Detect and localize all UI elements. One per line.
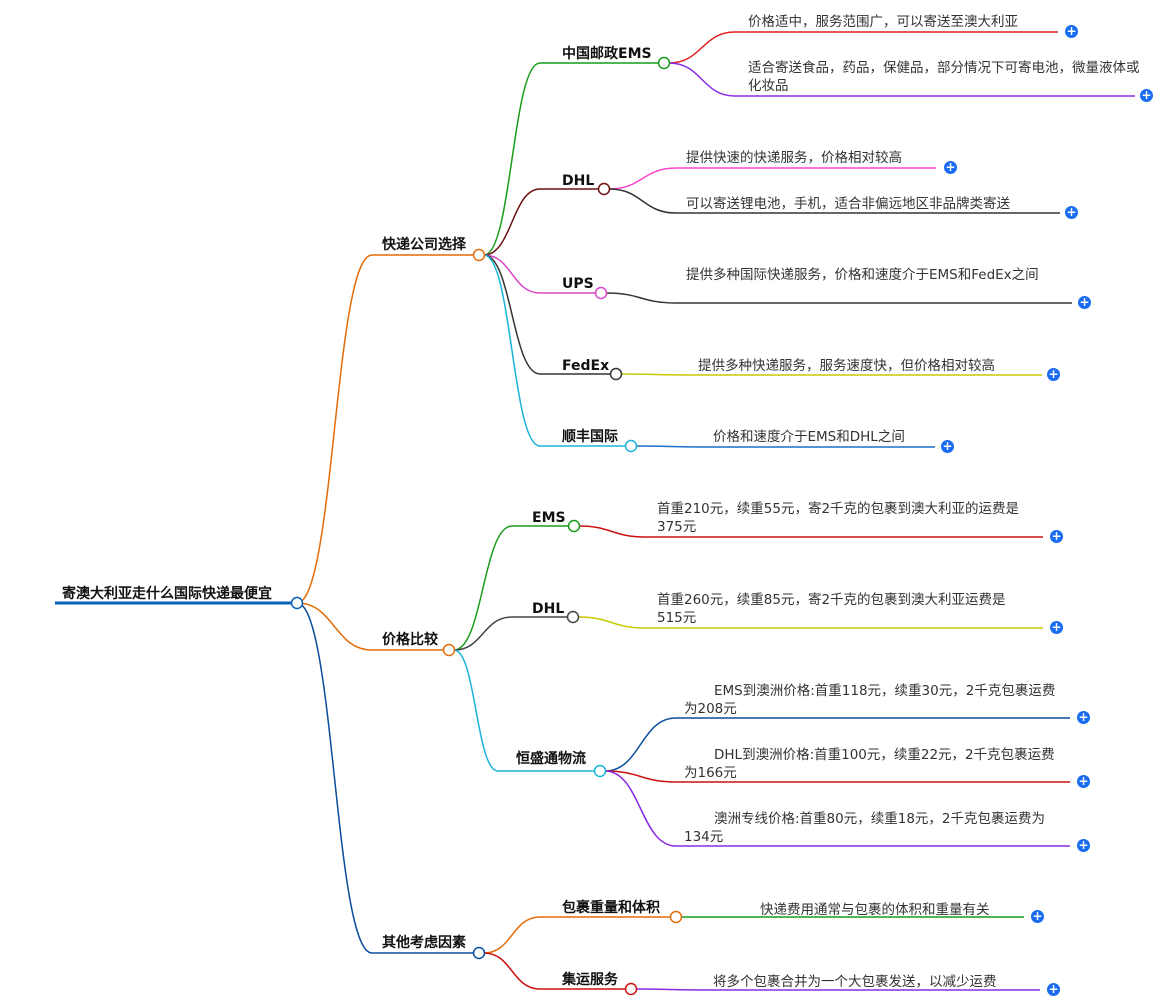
branch-connector (296, 602, 373, 651)
leaf-text: EMS到澳洲价格:首重118元，续重30元，2千克包裹运费为208元 (684, 683, 1056, 717)
expand-plus-icon[interactable]: + (1047, 367, 1060, 381)
sub-connector (483, 916, 541, 954)
node-toggle-circle[interactable] (567, 519, 581, 533)
leaf-connector (668, 62, 736, 97)
sub-connector (483, 254, 541, 375)
expand-plus-icon[interactable]: + (941, 439, 954, 453)
node-toggle-circle[interactable] (442, 643, 456, 657)
leaf-text: 提供多种国际快递服务，价格和速度介于EMS和FedEx之间 (686, 267, 1039, 283)
expand-plus-icon[interactable]: + (1077, 838, 1090, 852)
sub-consolidation[interactable]: 集运服务 (562, 972, 618, 988)
leaf-connector (604, 770, 677, 783)
sub-ups[interactable]: UPS (562, 276, 594, 292)
expand-plus-icon[interactable]: + (1065, 24, 1078, 38)
leaf-connector (577, 616, 646, 629)
sub-ems[interactable]: 中国邮政EMS (562, 46, 652, 62)
leaf-text: 将多个包裹合并为一个大包裹发送，以减少运费 (713, 974, 997, 990)
leaf-text: 提供多种快递服务，服务速度快，但价格相对较高 (698, 358, 995, 374)
leaf-connector (635, 988, 706, 991)
node-toggle-circle[interactable] (593, 764, 607, 778)
node-toggle-circle[interactable] (472, 248, 486, 262)
node-toggle-circle[interactable] (597, 182, 611, 196)
sub-connector (483, 254, 541, 294)
leaf-connector (578, 525, 646, 538)
leaf-text: DHL到澳洲价格:首重100元，续重22元，2千克包裹运费为166元 (684, 747, 1055, 781)
leaf-text: 快递费用通常与包裹的体积和重量有关 (760, 902, 990, 918)
sub-weight-volume[interactable]: 包裹重量和体积 (562, 900, 660, 916)
leaf-text: 价格适中，服务范围广，可以寄送至澳大利亚 (748, 14, 1018, 30)
leaf-text: 可以寄送锂电池，手机，适合非偏远地区非品牌类寄送 (686, 196, 1010, 212)
leaf-text: 价格和速度介于EMS和DHL之间 (713, 429, 905, 445)
node-toggle-circle[interactable] (290, 596, 304, 610)
sub-dhl[interactable]: DHL (562, 173, 595, 189)
node-toggle-circle[interactable] (594, 286, 608, 300)
leaf-text: 适合寄送食品，药品，保健品，部分情况下可寄电池，微量液体或化妆品 (748, 60, 1140, 94)
sub-connector (483, 188, 541, 256)
sub-fedex[interactable]: FedEx (562, 358, 610, 374)
node-toggle-circle[interactable] (624, 982, 638, 996)
sub-price-dhl[interactable]: DHL (532, 601, 565, 617)
node-toggle-circle[interactable] (472, 946, 486, 960)
leaf-text: 首重260元，续重85元，寄2千克的包裹到澳大利亚运费是515元 (657, 592, 1006, 626)
sub-connector (453, 525, 513, 651)
leaf-connector (605, 292, 677, 304)
leaf-connector (604, 717, 677, 772)
leaf-connector (668, 31, 736, 64)
expand-plus-icon[interactable]: + (944, 160, 957, 174)
sub-connector (453, 616, 513, 651)
expand-plus-icon[interactable]: + (1077, 774, 1090, 788)
branch-connector (296, 254, 373, 604)
branch-connector (296, 602, 373, 954)
leaf-connector (608, 167, 677, 190)
leaf-connector (604, 770, 677, 847)
sub-price-ems[interactable]: EMS (532, 510, 566, 526)
branch-other-factors[interactable]: 其他考虑因素 (382, 935, 466, 951)
leaf-text: 首重210元，续重55元，寄2千克的包裹到澳大利亚的运费是375元 (657, 501, 1020, 535)
sub-connector (483, 62, 541, 256)
expand-plus-icon[interactable]: + (1077, 710, 1090, 724)
expand-plus-icon[interactable]: + (1078, 295, 1091, 309)
leaf-connector (608, 188, 677, 214)
node-toggle-circle[interactable] (566, 610, 580, 624)
sub-connector (483, 254, 541, 447)
node-toggle-circle[interactable] (669, 910, 683, 924)
sub-connector (483, 952, 541, 990)
root-node-label[interactable]: 寄澳大利亚走什么国际快递最便宜 (62, 586, 272, 602)
node-toggle-circle[interactable] (624, 439, 638, 453)
expand-plus-icon[interactable]: + (1047, 982, 1060, 996)
leaf-connector (620, 373, 691, 376)
sub-hengshengtong[interactable]: 恒盛通物流 (516, 751, 586, 767)
sub-sf-international[interactable]: 顺丰国际 (562, 429, 618, 445)
node-toggle-circle[interactable] (657, 56, 671, 70)
node-toggle-circle[interactable] (609, 367, 623, 381)
branch-express-company[interactable]: 快递公司选择 (382, 237, 466, 253)
sub-connector (453, 649, 499, 772)
expand-plus-icon[interactable]: + (1140, 88, 1153, 102)
leaf-text: 提供快速的快递服务，价格相对较高 (686, 150, 902, 166)
leaf-connector (635, 445, 706, 448)
expand-plus-icon[interactable]: + (1050, 529, 1063, 543)
branch-price-compare[interactable]: 价格比较 (382, 632, 438, 648)
expand-plus-icon[interactable]: + (1031, 909, 1044, 923)
expand-plus-icon[interactable]: + (1050, 620, 1063, 634)
expand-plus-icon[interactable]: + (1065, 205, 1078, 219)
leaf-text: 澳洲专线价格:首重80元，续重18元，2千克包裹运费为134元 (684, 811, 1045, 845)
